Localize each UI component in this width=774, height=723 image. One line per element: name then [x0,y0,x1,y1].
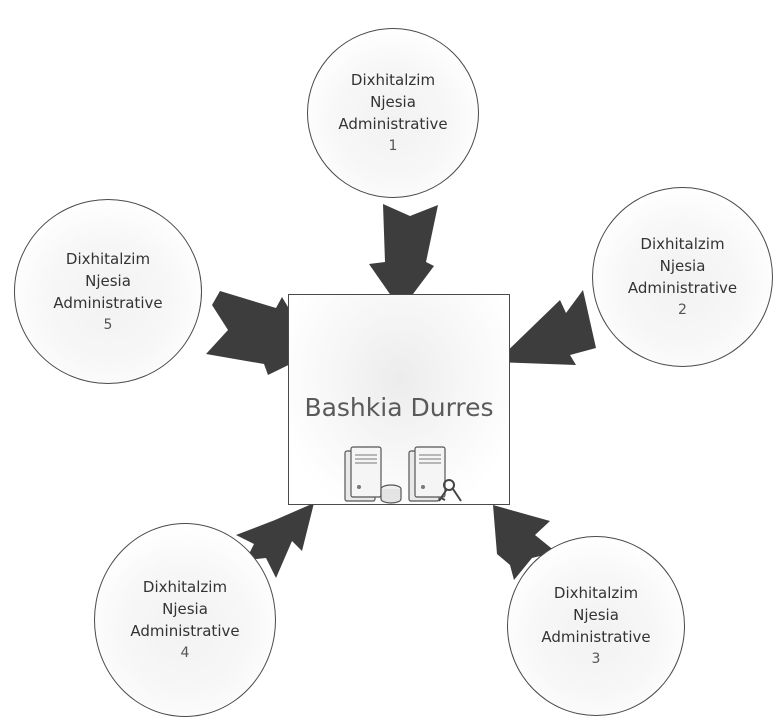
node-line-3: Administrative [53,293,163,312]
node-administrative-unit-3: Dixhitalzim Njesia Administrative 3 [507,536,685,716]
node-line-2: Njesia [573,606,619,624]
server-icons [344,446,462,504]
node-administrative-unit-2: Dixhitalzim Njesia Administrative 2 [592,187,773,367]
server-with-database-icon [344,446,402,504]
node-line-3: Administrative [627,279,738,297]
node-number: 4 [180,645,190,661]
node-line-3: Administrative [130,622,240,640]
node-number: 5 [103,316,113,333]
server-with-key-icon [408,446,462,502]
node-number: 2 [678,302,687,318]
center-box: Bashkia Durres [288,294,510,505]
node-line-2: Njesia [370,93,416,111]
node-line-1: Dixhitalzim [142,578,228,596]
node-line-2: Njesia [162,600,208,618]
node-line-3: Administrative [541,628,651,646]
node-line-1: Dixhitalzim [350,71,436,89]
node-administrative-unit-5: Dixhitalzim Njesia Administrative 5 [14,199,202,384]
node-line-2: Njesia [85,271,131,290]
arrow-node-2-to-center [496,290,596,365]
node-line-3: Administrative [338,115,448,133]
node-administrative-unit-1: Dixhitalzim Njesia Administrative 1 [307,28,479,198]
node-number: 3 [591,651,601,667]
node-administrative-unit-4: Dixhitalzim Njesia Administrative 4 [94,523,276,717]
node-number: 1 [388,138,398,154]
node-line-1: Dixhitalzim [65,249,151,268]
node-line-1: Dixhitalzim [553,584,639,602]
center-title: Bashkia Durres [304,393,494,422]
node-line-1: Dixhitalzim [640,235,725,253]
node-line-2: Njesia [659,257,706,275]
